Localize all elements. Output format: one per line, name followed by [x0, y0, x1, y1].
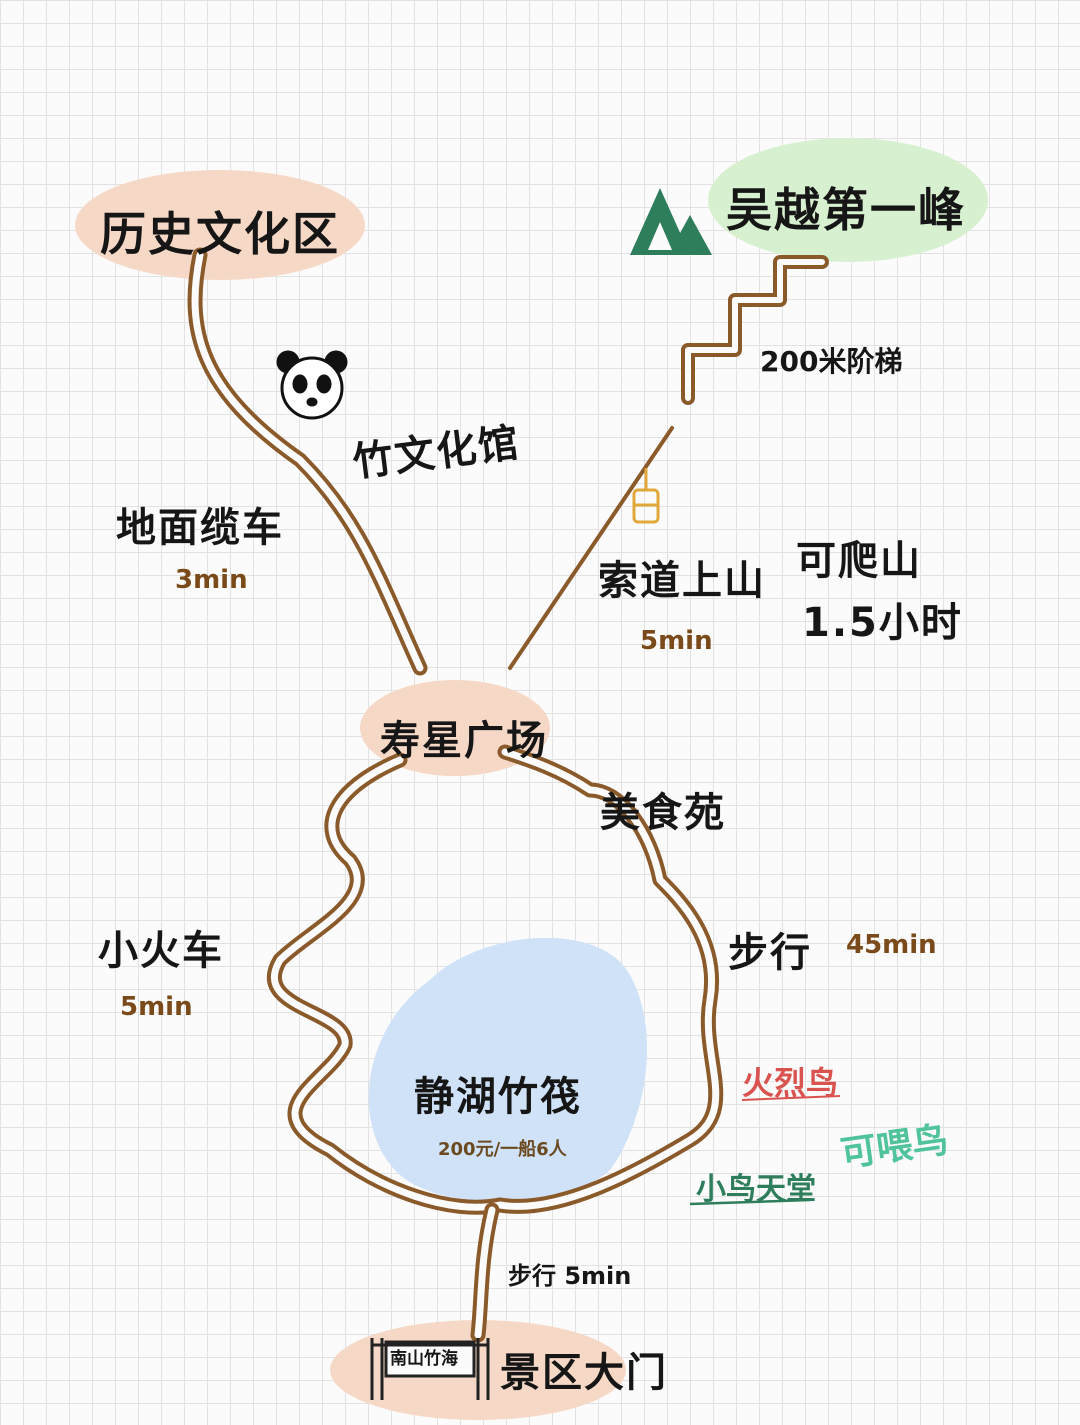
route-train-time: 5min: [120, 992, 193, 1022]
place-birds[interactable]: 小鸟天堂: [696, 1172, 816, 1207]
place-plaza[interactable]: 寿星广场: [380, 718, 548, 764]
fire-bird-underline: [741, 1095, 841, 1101]
place-food[interactable]: 美食苑: [600, 790, 726, 836]
route-climb-line1: 可爬山: [796, 538, 922, 584]
route-stairs: 200米阶梯: [760, 345, 903, 378]
gate-icon: [370, 1338, 490, 1400]
place-peak[interactable]: 吴越第一峰: [726, 183, 966, 237]
place-gate[interactable]: 景区大门: [500, 1350, 668, 1396]
route-ground-cable-time: 3min: [175, 565, 248, 595]
route-cable-car-time: 5min: [640, 626, 713, 656]
note-raft-price: 200元/一船6人: [438, 1139, 567, 1160]
route-gate-walk: 步行 5min: [508, 1262, 632, 1290]
panda-icon: [276, 350, 348, 420]
birds-underline: [689, 1198, 811, 1206]
gate-sign-text: 南山竹海: [390, 1349, 458, 1369]
place-lake[interactable]: 静湖竹筏: [414, 1074, 582, 1120]
route-walk-time: 45min: [846, 930, 937, 960]
peak-highlight: [708, 138, 988, 262]
place-history[interactable]: 历史文化区: [100, 207, 340, 261]
route-walk: 步行: [728, 930, 812, 976]
mountain-icon: [630, 188, 712, 255]
route-ground-cable: 地面缆车: [116, 505, 284, 551]
route-train: 小火车: [98, 928, 224, 974]
route-climb-line2: 1.5小时: [802, 600, 963, 646]
lake: [368, 937, 648, 1203]
note-fire-bird: 火烈鸟: [742, 1064, 839, 1102]
route-cable-car: 索道上山: [598, 558, 766, 604]
cable-car-icon: [632, 468, 660, 524]
history-highlight: [75, 170, 365, 280]
